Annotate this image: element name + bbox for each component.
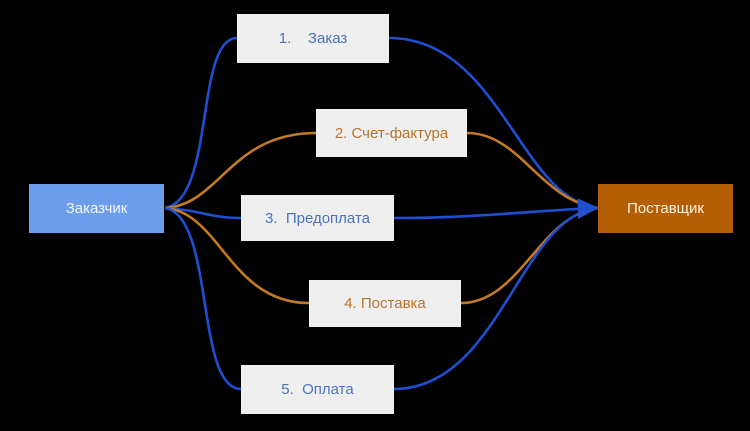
step-invoice: 2. Счет-фактура xyxy=(316,109,467,157)
step-payment: 5. Оплата xyxy=(241,365,394,414)
step-label: 2. Счет-фактура xyxy=(334,124,449,142)
supplier-label: Поставщик xyxy=(627,200,704,217)
supplier-node: Поставщик xyxy=(598,184,733,233)
step-order: 1. Заказ xyxy=(237,14,389,63)
client-node: Заказчик xyxy=(29,184,164,233)
step-delivery: 4. Поставка xyxy=(309,280,461,327)
step-label: 1. Заказ xyxy=(278,30,348,47)
step-label: 4. Поставка xyxy=(344,295,426,312)
step-prepayment: 3. Предоплата xyxy=(241,195,394,241)
step-label: 5. Оплата xyxy=(281,381,354,398)
client-label: Заказчик xyxy=(65,200,128,217)
step-label: 3. Предоплата xyxy=(264,209,370,227)
